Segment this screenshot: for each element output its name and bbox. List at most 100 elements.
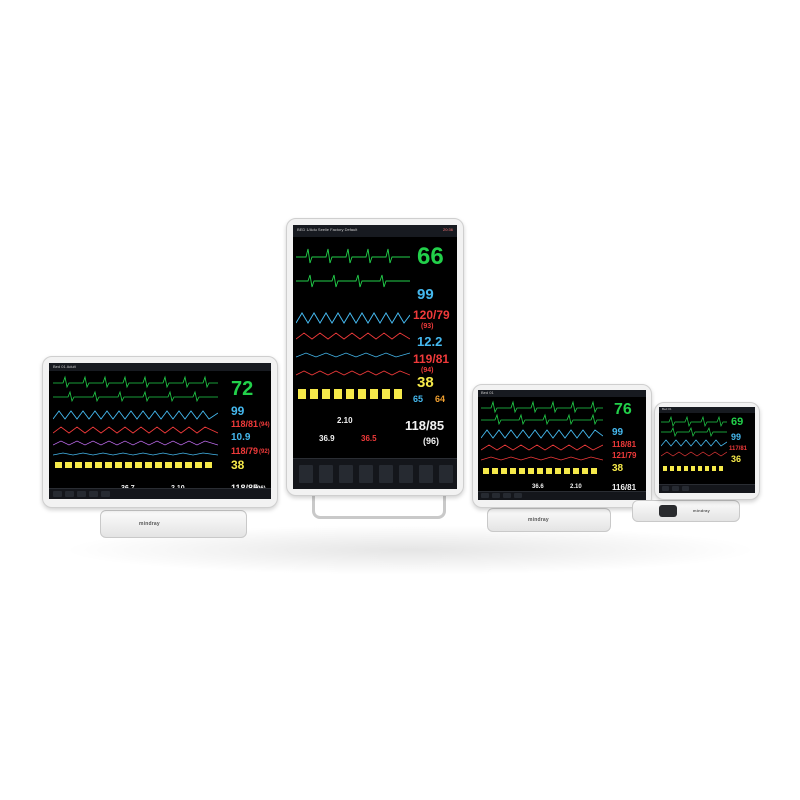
resp-value: 12.2: [417, 334, 443, 349]
hr-value: 69: [731, 416, 744, 428]
softkey[interactable]: [662, 486, 669, 491]
status-bar: Bed 01 Adult: [49, 363, 271, 371]
ecg-wave-2: [661, 426, 727, 438]
softkey-bar: [49, 488, 271, 499]
nibp-mean: (94): [259, 422, 270, 428]
softkey[interactable]: [359, 465, 373, 483]
sys-mean-value: (96): [423, 436, 440, 446]
monitor-left-screen: Bed 01 Adult 72 99 118/81 (94) 10.9 118/…: [49, 363, 271, 499]
sub-value-2: 64: [435, 394, 446, 404]
bed-label: Bed 01: [481, 390, 494, 395]
spo2-value: 99: [731, 432, 742, 442]
abp-wave: [481, 444, 603, 451]
co2-wave: [483, 468, 597, 474]
softkey-bar: [478, 491, 646, 500]
softkey[interactable]: [672, 486, 679, 491]
softkey[interactable]: [77, 491, 86, 497]
co-value: 2.10: [337, 416, 353, 425]
monitor-center-bezel: BED 1/Adu Seelie Factory Default 20:36 6…: [286, 218, 464, 496]
status-bar: Bed 01: [478, 390, 646, 397]
bed-label: Bed 01: [662, 407, 672, 411]
nibp-value: 117/81: [729, 446, 748, 452]
waveform-area: [481, 400, 603, 474]
status-bar: Bed 01: [659, 407, 755, 413]
cvp-wave: [296, 370, 410, 376]
ecg-wave: [481, 400, 603, 414]
nibp-value: 118/81: [612, 440, 637, 449]
ecg-wave-2: [53, 390, 218, 403]
abp-value: 119/81: [413, 352, 450, 366]
etco2-value: 38: [417, 374, 434, 391]
monitor-right-screen: Bed 01 76 99 118/81 121/79 38 36.6 2.10 …: [478, 390, 646, 500]
sub-value-1: 65: [413, 394, 424, 404]
monitor-small-bezel: Bed 01 69 99 117/81 36: [654, 402, 760, 500]
abp-mean: (92): [259, 449, 270, 455]
spo2-wave: [296, 312, 410, 324]
co2-wave: [55, 462, 212, 468]
ecg-wave: [296, 248, 410, 264]
softkey[interactable]: [439, 465, 453, 483]
cvp-wave: [53, 452, 218, 456]
monitor-small-screen: Bed 01 69 99 117/81 36: [659, 407, 755, 493]
sys-big-value: 118/85: [405, 418, 445, 433]
etco2-value: 38: [612, 463, 624, 474]
pap-wave: [296, 352, 410, 358]
sys-big-value: 116/81: [612, 483, 637, 492]
temp-value: 36.9: [319, 434, 335, 443]
spo2-value: 99: [231, 404, 245, 418]
hr-value: 66: [417, 243, 444, 270]
softkey[interactable]: [89, 491, 98, 497]
softkey[interactable]: [339, 465, 353, 483]
softkey[interactable]: [53, 491, 62, 497]
clock: 20:36: [442, 227, 453, 232]
softkey[interactable]: [492, 493, 500, 498]
abp-wave: [53, 426, 218, 434]
monitor-small-base-panel: [659, 505, 677, 517]
brand-logo: mindray: [139, 521, 160, 527]
spo2-wave: [661, 439, 727, 447]
abp-mean: (94): [421, 367, 434, 374]
waveform-area: [53, 375, 218, 468]
abp-wave: [661, 451, 727, 457]
monitor-right-bezel: Bed 01 76 99 118/81 121/79 38 36.6 2.10 …: [472, 384, 652, 508]
softkey[interactable]: [419, 465, 433, 483]
pap-wave: [481, 456, 603, 461]
bed-label: Bed 01 Adult: [53, 364, 76, 369]
waveform-area: [661, 416, 727, 471]
nibp-value: 120/79: [413, 308, 450, 322]
softkey[interactable]: [503, 493, 511, 498]
temp2-value: 36.5: [361, 434, 377, 443]
co2-wave: [663, 466, 723, 471]
etco2-value: 38: [231, 458, 245, 472]
spo2-value: 99: [612, 427, 624, 438]
co-value: 2.10: [570, 484, 582, 490]
hr-value: 76: [614, 401, 632, 418]
status-bar: BED 1/Adu Seelie Factory Default 20:36: [293, 225, 457, 237]
spo2-wave: [53, 410, 218, 420]
softkey[interactable]: [682, 486, 689, 491]
softkey[interactable]: [514, 493, 522, 498]
monitor-center-screen: BED 1/Adu Seelie Factory Default 20:36 6…: [293, 225, 457, 489]
abp-wave: [296, 332, 410, 340]
abp-value: 118/79: [231, 446, 259, 456]
resp-value: 121/79: [612, 451, 637, 460]
ecg-wave-2: [296, 274, 410, 288]
softkey[interactable]: [101, 491, 110, 497]
spo2-wave: [481, 429, 603, 439]
softkey[interactable]: [481, 493, 489, 498]
hr-value: 72: [231, 378, 254, 400]
monitor-left-base: mindray: [100, 510, 247, 538]
temp-value: 36.6: [532, 484, 544, 490]
softkey[interactable]: [319, 465, 333, 483]
co2-wave: [298, 389, 402, 399]
bed-label: BED 1/Adu Seelie Factory Default: [297, 227, 358, 232]
softkey[interactable]: [65, 491, 74, 497]
monitor-center-stand: [312, 490, 446, 519]
softkey[interactable]: [399, 465, 413, 483]
softkey[interactable]: [379, 465, 393, 483]
waveform-area: [296, 248, 410, 399]
nibp-mean: (93): [421, 323, 434, 330]
pap-wave: [53, 440, 218, 446]
softkey[interactable]: [299, 465, 313, 483]
softkey-bar: [659, 484, 755, 493]
